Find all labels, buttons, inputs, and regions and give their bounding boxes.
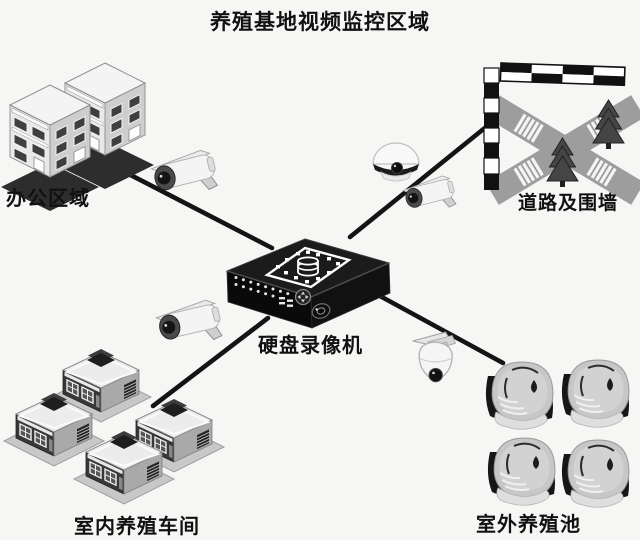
fish-ponds-icon (484, 359, 630, 509)
bullet-camera-icon (149, 147, 221, 203)
office-buildings-icon (1, 62, 154, 211)
dvr-label: 硬盘录像机 (258, 335, 363, 357)
pond-icon (484, 361, 554, 431)
office-area-label: 办公区域 (6, 188, 90, 210)
database-icon (297, 256, 319, 277)
indoor-workshop-label: 室内养殖车间 (74, 516, 200, 538)
pond-icon (486, 437, 556, 507)
bullet-camera-icon (401, 173, 459, 218)
line-dvr-to-road (347, 124, 489, 240)
road-wall-label: 道路及围墙 (518, 193, 619, 214)
workshop-sheds-icon (3, 348, 225, 505)
bullet-camera-icon (154, 297, 225, 352)
dome-camera-icon (372, 142, 420, 182)
ptz-dome-camera-icon (411, 331, 457, 383)
pond-icon (560, 359, 630, 429)
outdoor-pond-label: 室外养殖池 (476, 514, 581, 536)
wall-column (483, 67, 500, 190)
dvr-device-icon (225, 238, 391, 329)
page-title: 养殖基地视频监控区域 (210, 11, 430, 34)
line-dvr-to-pond (377, 293, 506, 366)
wall-beam (499, 62, 626, 87)
line-dvr-to-workshop (150, 315, 271, 409)
office-building-front (8, 84, 92, 178)
road-and-wall-icon (483, 62, 640, 205)
pond-icon (560, 439, 630, 509)
